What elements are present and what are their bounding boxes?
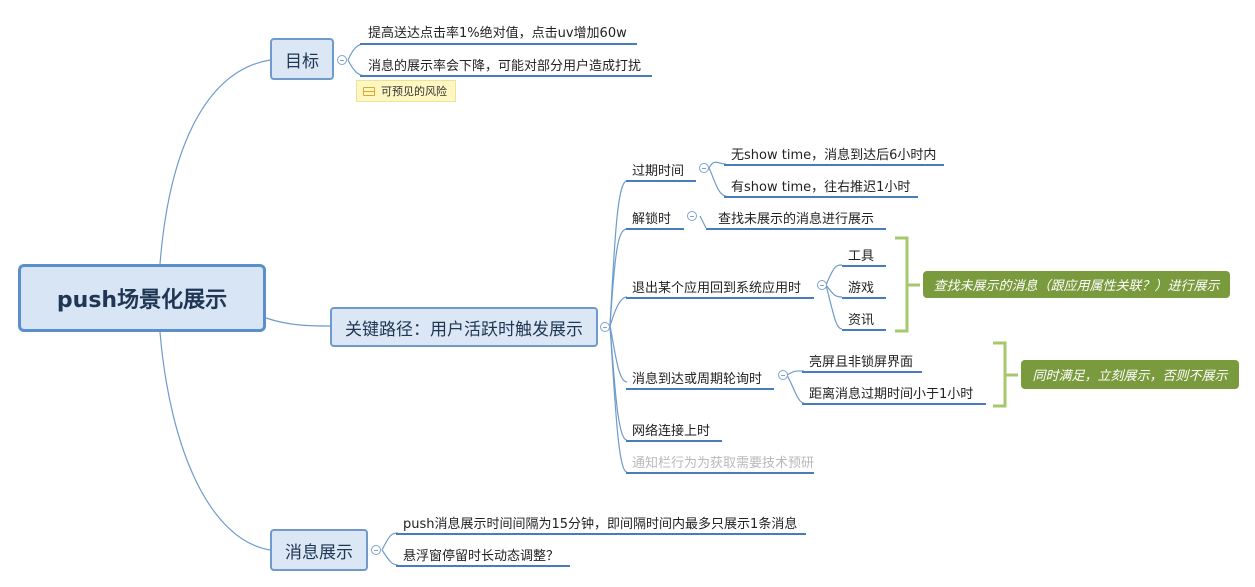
display-topic-label: 消息展示 xyxy=(285,542,353,563)
display-item-2-underline xyxy=(396,565,570,567)
arrive-summary[interactable]: 同时满足，立刻展示，否则不展示 xyxy=(1021,360,1239,389)
expire-item-2[interactable]: 有show time，往右推迟1小时 xyxy=(731,180,911,195)
goal-collapse-toggle[interactable] xyxy=(337,55,347,65)
arrive-item-screen-on-underline xyxy=(802,371,922,373)
arrive-underline xyxy=(626,388,774,390)
display-item-1-underline xyxy=(396,533,806,535)
exit-app-item-tools-underline xyxy=(842,265,886,267)
key-path-topic-label: 关键路径：用户活跃时触发展示 xyxy=(345,319,583,340)
notify-underline xyxy=(626,472,814,474)
exit-app-item-news[interactable]: 资讯 xyxy=(848,313,875,328)
exit-app-summary-label: 查找未展示的消息（跟应用属性关联？）进行展示 xyxy=(933,279,1220,294)
unlock-collapse-toggle[interactable] xyxy=(687,211,697,221)
goal-topic[interactable]: 目标 xyxy=(270,38,334,80)
network-node[interactable]: 网络连接上时 xyxy=(632,424,711,439)
unlock-item-1-underline xyxy=(706,228,886,230)
expire-item-1-underline xyxy=(724,164,944,166)
key-path-collapse-toggle[interactable] xyxy=(600,322,610,332)
goal-topic-label: 目标 xyxy=(285,51,319,72)
network-underline xyxy=(626,440,722,442)
arrive-collapse-toggle[interactable] xyxy=(778,370,788,380)
notify-node[interactable]: 通知栏行为为获取需要技术预研 xyxy=(632,456,815,471)
arrive-item-expire-soon-underline xyxy=(802,403,986,405)
unlock-item-1[interactable]: 查找未展示的消息进行展示 xyxy=(718,212,875,227)
arrive-summary-label: 同时满足，立刻展示，否则不展示 xyxy=(1032,369,1228,384)
exit-app-summary[interactable]: 查找未展示的消息（跟应用属性关联？）进行展示 xyxy=(923,271,1230,298)
arrive-item-expire-soon[interactable]: 距离消息过期时间小于1小时 xyxy=(809,387,974,402)
note-icon xyxy=(363,86,375,96)
expire-time-node[interactable]: 过期时间 xyxy=(632,164,685,179)
unlock-node[interactable]: 解锁时 xyxy=(632,212,672,227)
display-item-2[interactable]: 悬浮窗停留时长动态调整？ xyxy=(403,549,560,564)
expire-item-1[interactable]: 无show time，消息到达后6小时内 xyxy=(731,148,937,163)
exit-app-item-games[interactable]: 游戏 xyxy=(848,281,875,296)
exit-app-item-news-underline xyxy=(842,329,886,331)
goal-item-1-underline xyxy=(360,43,637,45)
exit-app-item-tools[interactable]: 工具 xyxy=(848,249,875,264)
exit-app-collapse-toggle[interactable] xyxy=(817,280,827,290)
risk-note[interactable]: 可预见的风险 xyxy=(356,80,456,102)
display-collapse-toggle[interactable] xyxy=(371,545,381,555)
risk-note-label: 可预见的风险 xyxy=(381,85,447,98)
key-path-topic[interactable]: 关键路径：用户活跃时触发展示 xyxy=(330,307,598,347)
unlock-underline xyxy=(626,228,684,230)
arrive-node[interactable]: 消息到达或周期轮询时 xyxy=(632,372,763,387)
goal-item-2[interactable]: 消息的展示率会下降，可能对部分用户造成打扰 xyxy=(368,59,642,74)
arrive-item-screen-on[interactable]: 亮屏且非锁屏界面 xyxy=(809,355,914,370)
root-topic-label: push场景化展示 xyxy=(56,288,228,313)
expire-time-underline xyxy=(626,180,696,182)
display-topic[interactable]: 消息展示 xyxy=(270,529,368,571)
goal-item-2-underline xyxy=(360,75,652,77)
exit-app-underline xyxy=(626,297,814,299)
display-item-1[interactable]: push消息展示时间间隔为15分钟，即间隔时间内最多只展示1条消息 xyxy=(403,517,798,532)
goal-item-1[interactable]: 提高送达点击率1%绝对值，点击uv增加60w xyxy=(368,26,627,41)
exit-app-item-games-underline xyxy=(842,297,886,299)
expire-time-collapse-toggle[interactable] xyxy=(699,163,709,173)
expire-item-2-underline xyxy=(724,196,918,198)
root-topic[interactable]: push场景化展示 xyxy=(18,264,266,332)
exit-app-node[interactable]: 退出某个应用回到系统应用时 xyxy=(632,281,802,296)
